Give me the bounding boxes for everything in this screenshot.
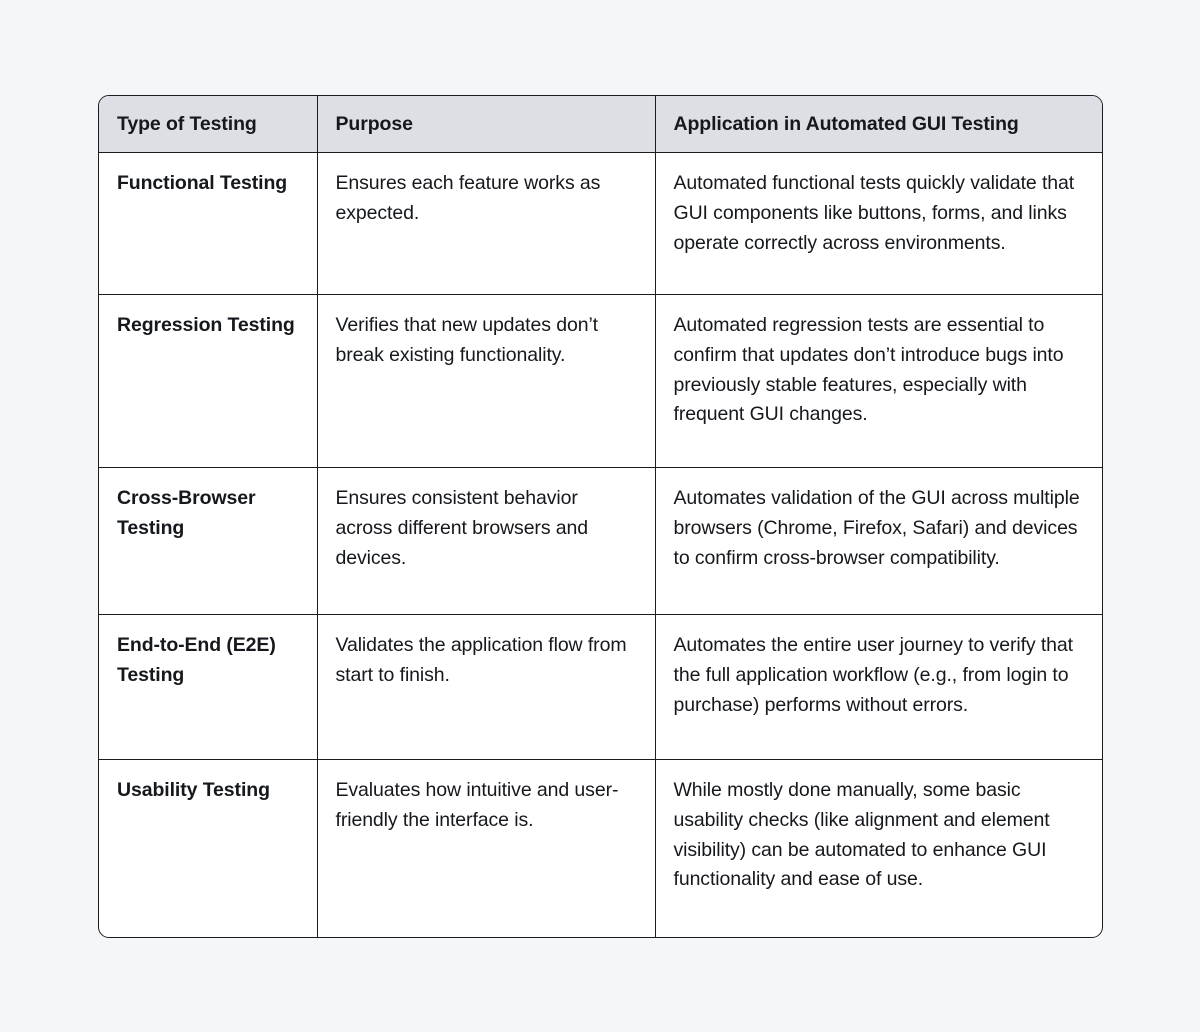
testing-types-table-container: Type of Testing Purpose Application in A… <box>98 95 1103 938</box>
testing-types-table: Type of Testing Purpose Application in A… <box>99 96 1102 937</box>
cell-type-of-testing: Cross-Browser Testing <box>99 467 318 616</box>
table-row: Regression Testing Verifies that new upd… <box>99 294 1102 469</box>
cell-application: Automated functional tests quickly valid… <box>655 152 1102 296</box>
cell-application: Automates the entire user journey to ver… <box>655 614 1102 761</box>
column-header-purpose: Purpose <box>317 96 656 154</box>
cell-application: Automated regression tests are essential… <box>655 294 1102 469</box>
cell-purpose: Evaluates how intuitive and user-friendl… <box>317 759 656 937</box>
table-row: Functional Testing Ensures each feature … <box>99 152 1102 296</box>
column-header-type-of-testing: Type of Testing <box>99 96 318 154</box>
cell-type-of-testing: Functional Testing <box>99 152 318 296</box>
column-header-application: Application in Automated GUI Testing <box>655 96 1102 154</box>
cell-type-of-testing: Usability Testing <box>99 759 318 937</box>
cell-application: Automates validation of the GUI across m… <box>655 467 1102 616</box>
table-row: Usability Testing Evaluates how intuitiv… <box>99 759 1102 937</box>
cell-purpose: Ensures each feature works as expected. <box>317 152 656 296</box>
cell-application: While mostly done manually, some basic u… <box>673 779 1050 891</box>
cell-type-of-testing: End-to-End (E2E) Testing <box>99 614 318 761</box>
table-row: End-to-End (E2E) Testing Validates the a… <box>99 614 1102 761</box>
table-header: Type of Testing Purpose Application in A… <box>99 96 1102 154</box>
cell-purpose: Verifies that new updates don’t break ex… <box>317 294 656 469</box>
table-header-row: Type of Testing Purpose Application in A… <box>99 96 1102 154</box>
cell-purpose: Ensures consistent behavior across diffe… <box>317 467 656 616</box>
table-body: Functional Testing Ensures each feature … <box>99 152 1102 937</box>
cell-type-of-testing: Regression Testing <box>99 294 318 469</box>
cell-purpose: Validates the application flow from star… <box>317 614 656 761</box>
table-row: Cross-Browser Testing Ensures consistent… <box>99 467 1102 616</box>
